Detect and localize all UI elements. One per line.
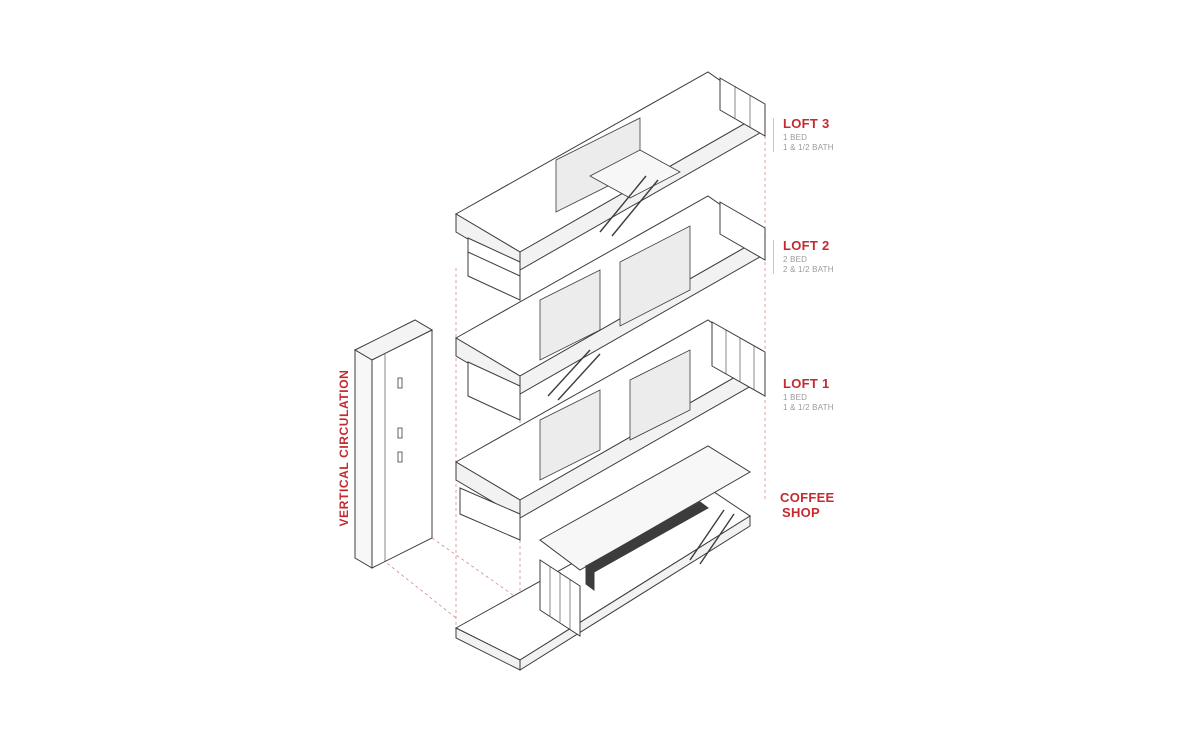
coffee-shop-title-line1: COFFEE <box>780 490 835 505</box>
coffee-shop-title-line2: SHOP <box>781 505 821 520</box>
loft3-tick <box>773 118 774 152</box>
loft2-title: LOFT 2 <box>783 238 830 253</box>
coffee-shop-floor-plate <box>454 445 751 671</box>
loft3-bed: 1 BED <box>783 133 808 142</box>
loft3-title: LOFT 3 <box>783 116 830 131</box>
vertical-circulation-label: VERTICAL CIRCULATION <box>337 369 351 527</box>
loft3-floor-plate <box>455 71 766 301</box>
loft1-floor-plate <box>455 319 766 541</box>
loft2-floor-plate <box>455 195 766 421</box>
loft1-bath: 1 & 1/2 BATH <box>783 403 834 412</box>
loft2-bed: 2 BED <box>783 255 808 264</box>
vertical-circulation-core <box>353 319 434 569</box>
loft1-title: LOFT 1 <box>783 376 830 391</box>
loft2-tick <box>773 240 774 274</box>
loft3-bath: 1 & 1/2 BATH <box>783 143 834 152</box>
loft1-bed: 1 BED <box>783 393 808 402</box>
loft2-bath: 2 & 1/2 BATH <box>783 265 834 274</box>
